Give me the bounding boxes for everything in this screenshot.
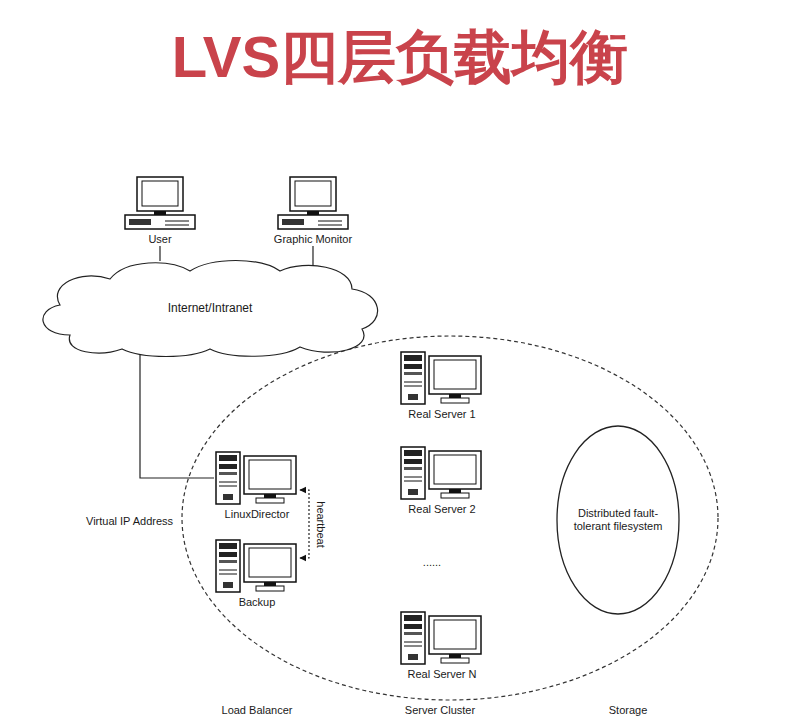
computer-icon <box>121 175 199 231</box>
computer-icon <box>274 175 352 231</box>
node-label: Real Server N <box>407 668 476 681</box>
computer-node: Real Server 1 <box>399 350 485 421</box>
computer-icon <box>399 445 485 501</box>
network-cloud: Internet/Intranet <box>30 255 390 360</box>
node-label: Internet/Intranet <box>168 301 253 315</box>
node-label: Real Server 2 <box>408 503 475 516</box>
network-link <box>159 246 160 261</box>
computer-icon <box>399 350 485 406</box>
group-label: Load Balancer <box>222 704 293 717</box>
computer-icon <box>214 538 300 594</box>
node-label: Graphic Monitor <box>274 233 352 246</box>
edge-label: heartbeat <box>313 500 326 548</box>
cluster-boundary <box>182 336 718 700</box>
computer-icon <box>214 450 300 506</box>
heartbeat-link <box>300 490 309 558</box>
node-label: Backup <box>239 596 276 609</box>
computer-node: User <box>121 175 199 246</box>
node-label: LinuxDirector <box>225 508 290 521</box>
ellipsis-mark: ...... <box>423 556 441 569</box>
node-label: User <box>148 233 171 246</box>
computer-node: LinuxDirector <box>214 450 300 521</box>
address-label: Virtual IP Address <box>86 515 173 528</box>
computer-node: Real Server N <box>399 610 485 681</box>
node-label: Real Server 1 <box>408 408 475 421</box>
computer-icon <box>399 610 485 666</box>
group-label: Storage <box>609 704 648 717</box>
group-label: Server Cluster <box>405 704 475 717</box>
computer-node: Graphic Monitor <box>274 175 352 246</box>
title: LVS四层负载均衡 <box>0 22 800 92</box>
node-label: Distributed fault-tolerant filesystem <box>573 507 663 533</box>
computer-node: Real Server 2 <box>399 445 485 516</box>
storage-ellipse: Distributed fault-tolerant filesystem <box>556 425 680 615</box>
network-link <box>312 246 313 268</box>
network-link <box>140 351 214 478</box>
computer-node: Backup <box>214 538 300 609</box>
